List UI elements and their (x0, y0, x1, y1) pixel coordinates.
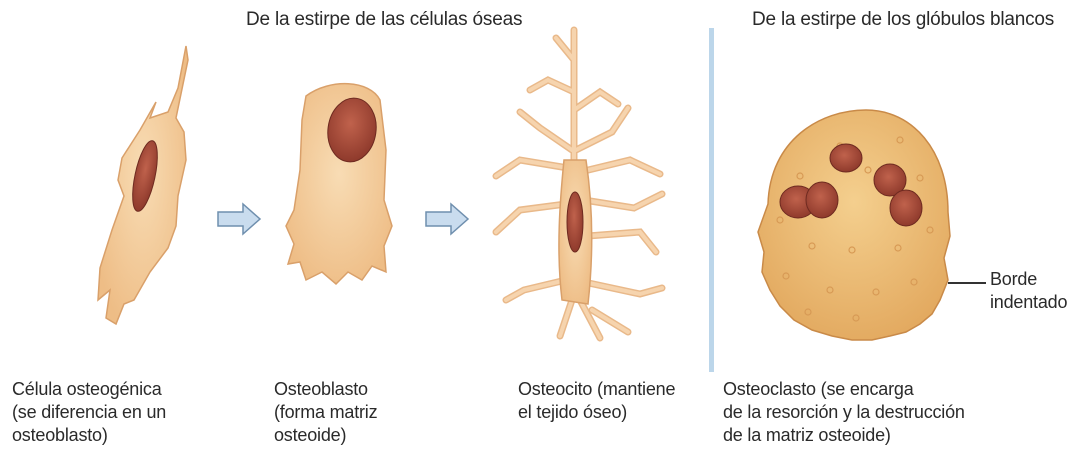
nucleus-shape (567, 192, 583, 252)
caption-osteoclast: Osteoclasto (se encarga de la resorción … (723, 378, 965, 447)
header-wbc-lineage: De la estirpe de los glóbulos blancos (752, 8, 1054, 32)
nucleus-shape (890, 190, 922, 226)
caption-osteoblast: Osteoblasto (forma matriz osteoide) (274, 378, 377, 447)
osteocyte-illustration (496, 30, 662, 338)
arrow-right-icon (218, 204, 260, 234)
osteoclast-illustration (758, 110, 950, 340)
nucleus-shape (830, 144, 862, 172)
leader-line (948, 282, 986, 284)
caption-osteogenic-cell: Célula osteogénica (se diferencia en un … (12, 378, 166, 447)
nucleus-shape (806, 182, 838, 218)
osteogenic-cell-illustration (98, 46, 188, 324)
ruffled-border-label: Borde indentado (990, 268, 1067, 314)
arrow-right-icon (426, 204, 468, 234)
osteoblast-illustration (286, 84, 392, 284)
lineage-divider (709, 28, 714, 372)
header-bone-lineage: De la estirpe de las células óseas (246, 8, 522, 32)
caption-osteocyte: Osteocito (mantiene el tejido óseo) (518, 378, 675, 424)
